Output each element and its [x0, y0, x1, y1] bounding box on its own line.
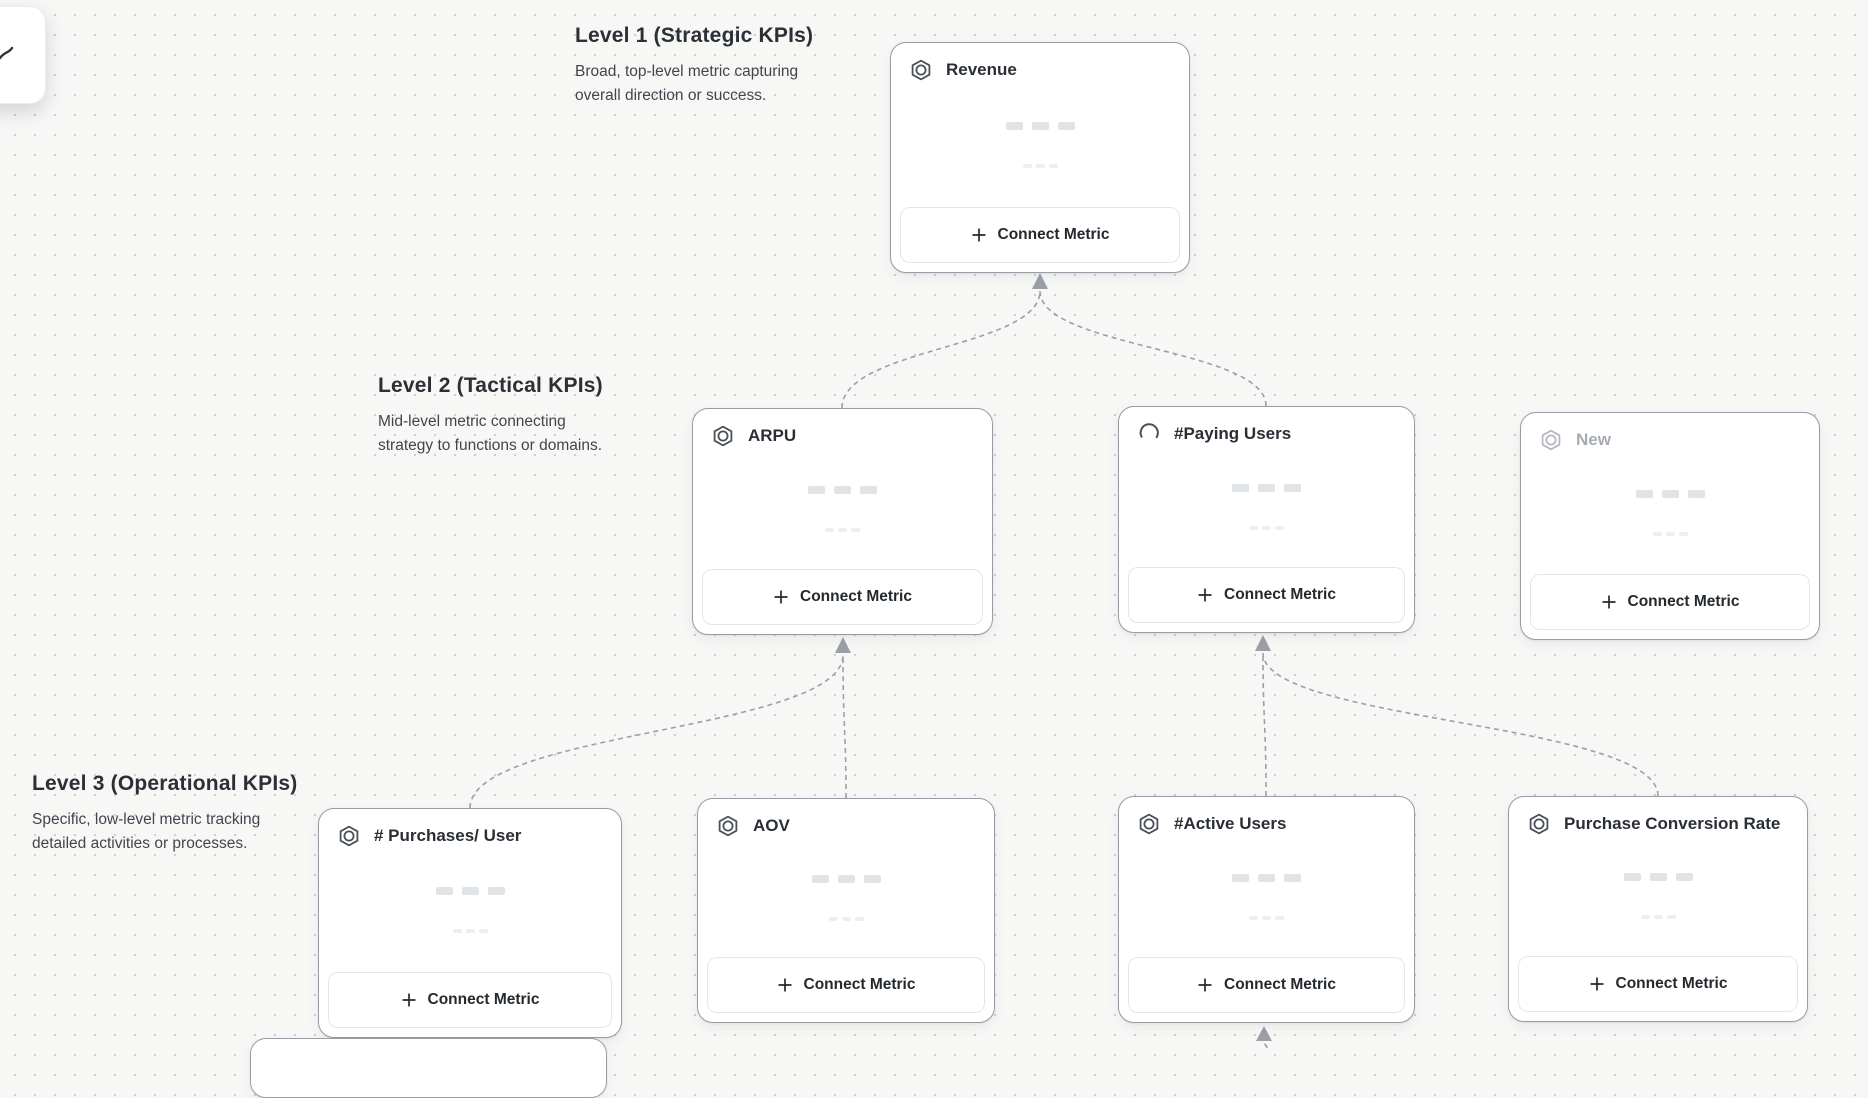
connect-metric-label: Connect Metric [803, 976, 916, 993]
plus-icon [1602, 595, 1616, 609]
card-title: AOV [753, 816, 790, 835]
level-3-title: Level 3 (Operational KPIs) [32, 772, 298, 795]
plus-icon [1198, 588, 1212, 602]
loading-spinner-icon [1137, 422, 1161, 446]
card-header: #Active Users [1119, 797, 1414, 836]
hexagon-metric-icon [1137, 812, 1161, 836]
level-1-title: Level 1 (Strategic KPIs) [575, 24, 814, 47]
level-2-label: Level 2 (Tactical KPIs) Mid-level metric… [378, 374, 603, 458]
skeleton-placeholder [1119, 836, 1414, 957]
edge-active-users-to-paying-users[interactable] [1262, 652, 1267, 797]
connect-metric-label: Connect Metric [1615, 975, 1728, 992]
connect-metric-label: Connect Metric [427, 991, 540, 1008]
card-header: AOV [698, 799, 994, 838]
metric-card-revenue[interactable]: Revenue Connect Metric [890, 42, 1190, 273]
card-title: #Active Users [1174, 814, 1287, 833]
connect-metric-button[interactable]: Connect Metric [1518, 956, 1798, 1012]
metric-card-aov[interactable]: AOV Connect Metric [697, 798, 995, 1023]
card-header: ARPU [693, 409, 992, 448]
card-header: #Paying Users [1119, 407, 1414, 446]
hexagon-metric-icon [716, 814, 740, 838]
metric-card-purchases-per-user[interactable]: # Purchases/ User Connect Metric [318, 808, 622, 1038]
floating-panel-fragment[interactable] [0, 6, 46, 104]
edge-paying-users-to-revenue[interactable] [1039, 290, 1267, 407]
edge-aov-to-arpu[interactable] [842, 654, 847, 799]
skeleton-placeholder [319, 848, 621, 972]
plus-icon [774, 590, 788, 604]
metric-card-partial-bottom[interactable] [250, 1038, 607, 1098]
plus-icon [402, 993, 416, 1007]
metric-card-active-users[interactable]: #Active Users Connect Metric [1118, 796, 1415, 1023]
arrowhead-arpu [835, 637, 851, 653]
skeleton-placeholder [693, 448, 992, 569]
plus-icon [1590, 977, 1604, 991]
connect-metric-label: Connect Metric [1627, 593, 1740, 610]
card-header: Purchase Conversion Rate [1509, 797, 1807, 836]
metric-card-arpu[interactable]: ARPU Connect Metric [692, 408, 993, 635]
metric-card-new[interactable]: New Connect Metric [1520, 412, 1820, 640]
level-2-title: Level 2 (Tactical KPIs) [378, 374, 603, 397]
arrowhead-revenue [1032, 273, 1048, 289]
plus-icon [778, 978, 792, 992]
connect-metric-label: Connect Metric [800, 588, 912, 605]
level-1-label: Level 1 (Strategic KPIs) Broad, top-leve… [575, 24, 813, 108]
connect-metric-button[interactable]: Connect Metric [707, 957, 985, 1013]
level-3-description: Specific, low-level metric tracking deta… [32, 811, 261, 852]
card-title: Purchase Conversion Rate [1564, 814, 1781, 833]
edge-offscreen-to-active-users[interactable] [1263, 1041, 1268, 1048]
card-header: Revenue [891, 43, 1189, 82]
card-title: #Paying Users [1174, 424, 1292, 443]
skeleton-placeholder [1521, 452, 1819, 574]
edge-arpu-to-revenue[interactable] [841, 290, 1041, 409]
plus-icon [972, 228, 986, 242]
hexagon-metric-icon [711, 424, 735, 448]
card-title: New [1576, 430, 1611, 449]
hexagon-metric-icon [909, 58, 933, 82]
edge-conversion-rate-to-paying-users[interactable] [1262, 652, 1659, 797]
level-3-label: Level 3 (Operational KPIs) Specific, low… [32, 772, 297, 856]
level-1-description: Broad, top-level metric capturing overal… [575, 63, 799, 104]
arrowhead-active-users [1256, 1026, 1272, 1041]
card-title: ARPU [748, 426, 797, 445]
card-title: # Purchases/ User [374, 826, 522, 845]
arrowhead-paying-users [1255, 635, 1271, 651]
metric-card-purchase-conversion-rate[interactable]: Purchase Conversion Rate Connect Metric [1508, 796, 1808, 1022]
connect-metric-button[interactable]: Connect Metric [900, 207, 1180, 263]
connect-metric-button[interactable]: Connect Metric [702, 569, 983, 625]
connect-metric-button[interactable]: Connect Metric [328, 972, 612, 1028]
plus-icon [1198, 978, 1212, 992]
card-header: New [1521, 413, 1819, 452]
hexagon-metric-icon [1539, 428, 1563, 452]
skeleton-placeholder [698, 838, 994, 957]
skeleton-placeholder [1509, 836, 1807, 956]
pen-stroke-icon [0, 46, 14, 60]
connect-metric-label: Connect Metric [997, 226, 1110, 243]
card-title: Revenue [946, 60, 1017, 79]
card-header: # Purchases/ User [319, 809, 621, 848]
connect-metric-button[interactable]: Connect Metric [1128, 567, 1405, 623]
connect-metric-label: Connect Metric [1224, 976, 1336, 993]
connect-metric-label: Connect Metric [1224, 586, 1336, 603]
skeleton-placeholder [891, 82, 1189, 207]
connect-metric-button[interactable]: Connect Metric [1128, 957, 1405, 1013]
edge-purchases-to-arpu[interactable] [469, 654, 844, 809]
connect-metric-button[interactable]: Connect Metric [1530, 574, 1810, 630]
level-2-description: Mid-level metric connecting strategy to … [378, 413, 603, 454]
hexagon-metric-icon [337, 824, 361, 848]
hexagon-metric-icon [1527, 812, 1551, 836]
edges-layer [469, 273, 1659, 1048]
skeleton-placeholder [1119, 446, 1414, 567]
metric-card-paying-users[interactable]: #Paying Users Connect Metric [1118, 406, 1415, 633]
